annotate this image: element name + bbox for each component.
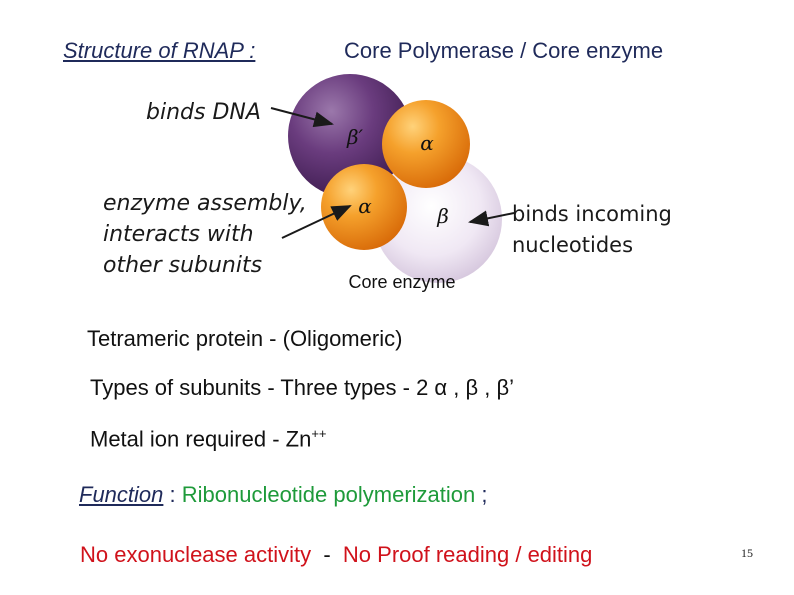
- function-semicolon: ;: [475, 482, 488, 507]
- fact-tetrameric: Tetrameric protein - (Oligomeric): [87, 326, 403, 351]
- fact-metal-ion: Metal ion required - Zn++: [90, 426, 327, 452]
- pointer-assembly: [281, 205, 352, 239]
- label-incoming-line-2: nucleotides: [512, 233, 634, 257]
- label-assembly-line-1: enzyme assembly,: [103, 191, 307, 216]
- label-assembly-line-2: interacts with: [103, 222, 254, 247]
- fact-subunit-types: Types of subunits - Three types - 2 α , …: [90, 375, 515, 400]
- figure-caption: Core enzyme: [348, 272, 455, 292]
- exonuclease-line: No exonuclease activity - No Proof readi…: [80, 542, 592, 568]
- slide-subtitle: Core Polymerase / Core enzyme: [344, 38, 664, 63]
- alpha-top-label: α: [420, 131, 434, 155]
- function-label: Function: [79, 482, 164, 507]
- alpha-left-label: α: [358, 194, 372, 218]
- beta-prime-subunit: [288, 74, 412, 198]
- beta-prime-label: β′: [346, 125, 364, 149]
- label-incoming-line-1: binds incoming: [512, 202, 672, 226]
- beta-label: β: [436, 204, 449, 228]
- fact-metal-ion-charge: ++: [311, 426, 327, 441]
- function-line: Function : Ribonucleotide polymerization…: [79, 482, 487, 508]
- label-binds-dna: binds DNA: [146, 100, 261, 125]
- pointer-incoming: [468, 210, 515, 227]
- function-text: Ribonucleotide polymerization: [181, 482, 476, 507]
- proofreading-text: No Proof reading / editing: [342, 542, 593, 567]
- alpha-subunit-top: [382, 100, 470, 188]
- pointer-binds-dna: [270, 107, 334, 128]
- label-assembly-line-3: other subunits: [103, 253, 263, 278]
- fact-metal-ion-text: Metal ion required - Zn: [90, 426, 312, 452]
- exonuclease-text: No exonuclease activity: [80, 542, 312, 567]
- beta-subunit: [374, 155, 502, 283]
- alpha-subunit-left: [321, 164, 407, 250]
- slide-title: Structure of RNAP :: [63, 38, 256, 63]
- page-number: 15: [741, 546, 753, 560]
- exonuclease-dash: -: [311, 542, 343, 567]
- function-colon: :: [163, 482, 182, 507]
